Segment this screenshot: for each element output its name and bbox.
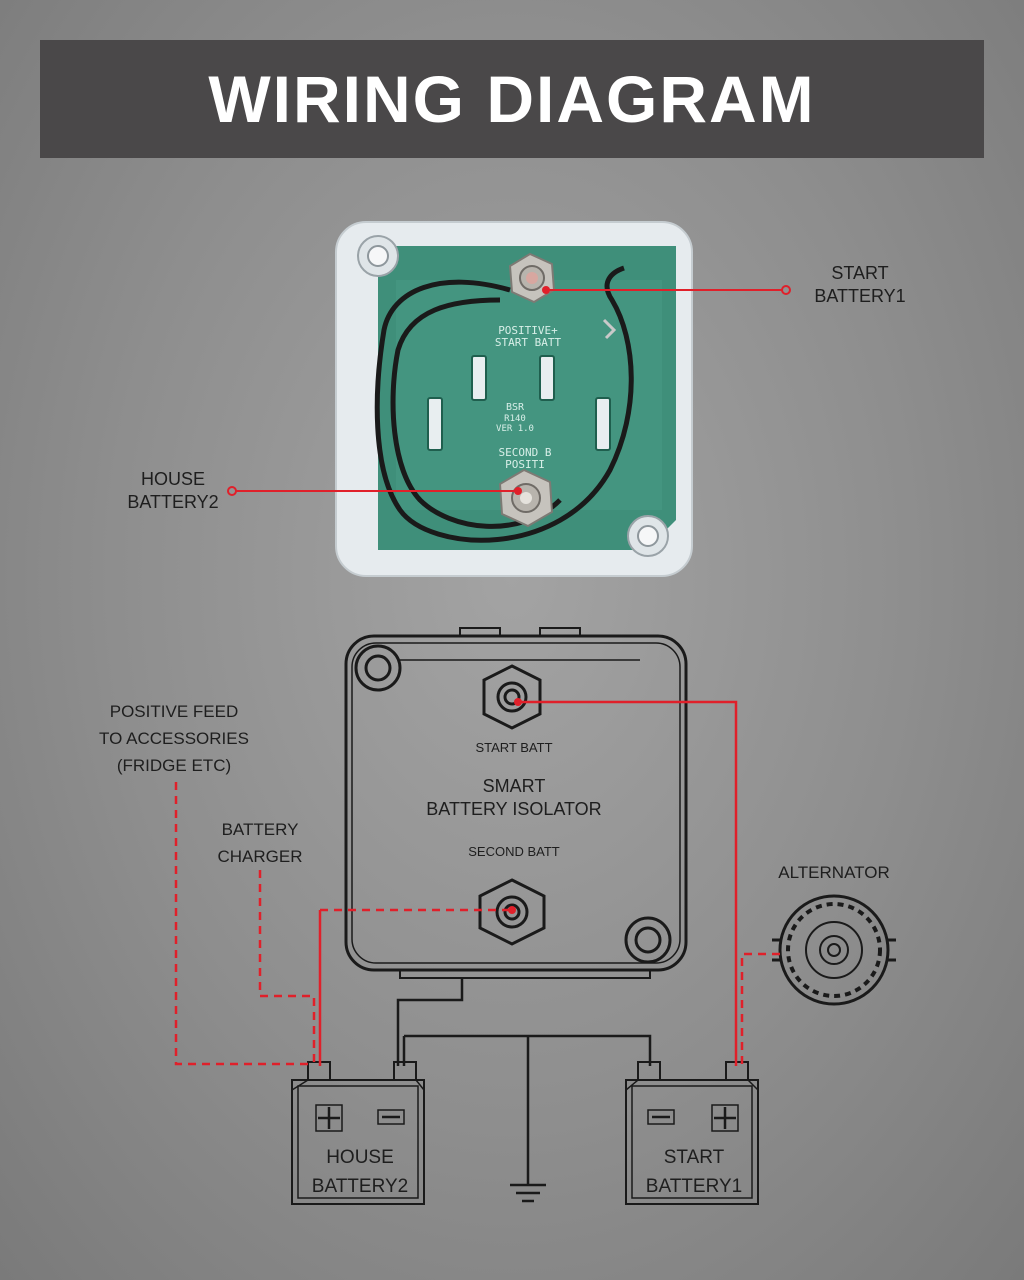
photo-start-battery-label: START BATTERY1 <box>814 263 906 306</box>
house-battery-plus-icon <box>315 1104 343 1132</box>
isolator-photo: POSITIVE+ START BATT BSR R140 VER 1.0 SE… <box>335 221 693 577</box>
diagram-mount-hole-tl <box>354 644 402 692</box>
photo-house-stud <box>498 468 554 528</box>
wire-alternator-to-start-battery <box>740 952 780 1066</box>
pcb-text-second-b: SECOND B <box>499 446 552 459</box>
black-wiring <box>396 978 652 1185</box>
isolator-name-line1: SMART <box>483 776 546 796</box>
start-battery-minus-icon <box>647 1109 675 1125</box>
diagram-mount-hole-br <box>624 916 672 964</box>
title-banner <box>40 40 984 158</box>
wire-negative-bus <box>404 1034 652 1066</box>
start-battery-label-line1: START <box>664 1147 725 1168</box>
photo-start-stud <box>508 252 556 304</box>
isolator-outline <box>344 627 688 979</box>
wire-start-terminal-to-start-battery <box>518 700 738 1066</box>
wire-accessories-feed <box>174 782 312 1066</box>
callout-start-battery <box>542 285 791 295</box>
positive-feed-label: POSITIVE FEED TO ACCESSORIES (FRIDGE ETC… <box>99 702 249 776</box>
photo-house-battery-label: HOUSE BATTERY2 <box>127 469 219 512</box>
wire-battery-charger <box>258 870 316 1064</box>
alternator-label: ALTERNATOR <box>778 863 890 882</box>
house-battery-label-line2: BATTERY2 <box>312 1176 408 1197</box>
red-dashed-wiring <box>174 782 780 1066</box>
start-battery-label-line2: BATTERY1 <box>646 1176 742 1197</box>
ground-symbol-icon <box>510 1183 546 1203</box>
pcb-text-start-batt: START BATT <box>495 336 562 349</box>
page-title: WIRING DIAGRAM <box>208 62 816 136</box>
diagram-start-stud <box>482 664 542 730</box>
diagram-second-stud <box>478 878 546 946</box>
battery-charger-label: BATTERY CHARGER <box>217 820 303 867</box>
pcb-text-r140: R140 <box>504 414 526 424</box>
start-battery-plus-icon <box>711 1104 739 1132</box>
red-wiring <box>318 700 738 1066</box>
start-battery-icon <box>625 1061 759 1205</box>
isolator-second-terminal-label: SECOND BATT <box>468 844 560 859</box>
alternator-icon <box>772 894 896 1006</box>
pcb-text-positive: POSITIVE+ <box>498 324 558 337</box>
isolator-start-terminal-label: START BATT <box>475 740 552 755</box>
wire-isolator-to-house-negative <box>396 978 464 1066</box>
photo-black-wire <box>374 265 634 543</box>
pcb-text-positi: POSITI <box>505 458 545 471</box>
isolator-name-line2: BATTERY ISOLATOR <box>426 799 601 819</box>
pcb-text-bsr: BSR <box>506 402 525 413</box>
pcb-text-version: VER 1.0 <box>496 424 534 434</box>
callout-house-battery <box>227 486 522 496</box>
house-battery-icon <box>291 1061 425 1205</box>
house-battery-minus-icon <box>377 1109 405 1125</box>
house-battery-label-line1: HOUSE <box>326 1147 394 1168</box>
